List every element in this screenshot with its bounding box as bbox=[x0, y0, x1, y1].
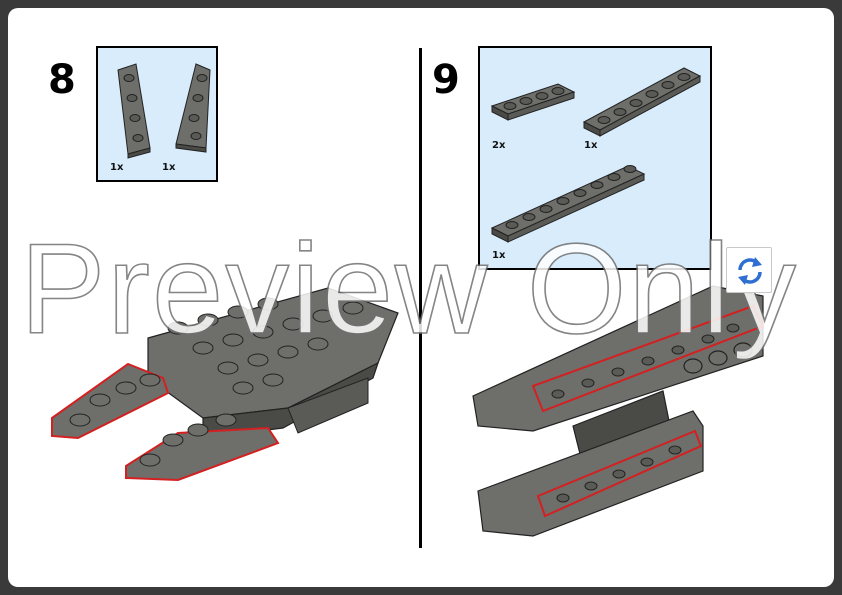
part-quantity: 2x bbox=[492, 140, 506, 151]
part-quantity: 1x bbox=[110, 162, 124, 173]
rotate-button[interactable] bbox=[726, 247, 772, 293]
rotate-icon bbox=[738, 257, 762, 285]
plate-1x4-icon bbox=[490, 83, 576, 121]
plate-1x6-icon bbox=[582, 67, 702, 137]
plate-1x8-icon bbox=[490, 165, 646, 243]
step-9-model-illustration bbox=[472, 285, 765, 537]
step-divider bbox=[419, 48, 422, 548]
part-quantity: 1x bbox=[162, 162, 176, 173]
step-8-model-illustration bbox=[51, 287, 399, 482]
step-number-8: 8 bbox=[48, 57, 76, 103]
part-quantity: 1x bbox=[492, 250, 506, 261]
instruction-page: 8 1x 1x bbox=[8, 8, 834, 587]
wedge-plate-left-icon bbox=[117, 63, 151, 159]
parts-callout-step-9: 2x 1x 1x bbox=[478, 46, 712, 270]
step-number-9: 9 bbox=[432, 57, 460, 103]
parts-callout-step-8: 1x 1x bbox=[96, 46, 218, 182]
part-quantity: 1x bbox=[584, 140, 598, 151]
wedge-plate-right-icon bbox=[175, 63, 211, 153]
